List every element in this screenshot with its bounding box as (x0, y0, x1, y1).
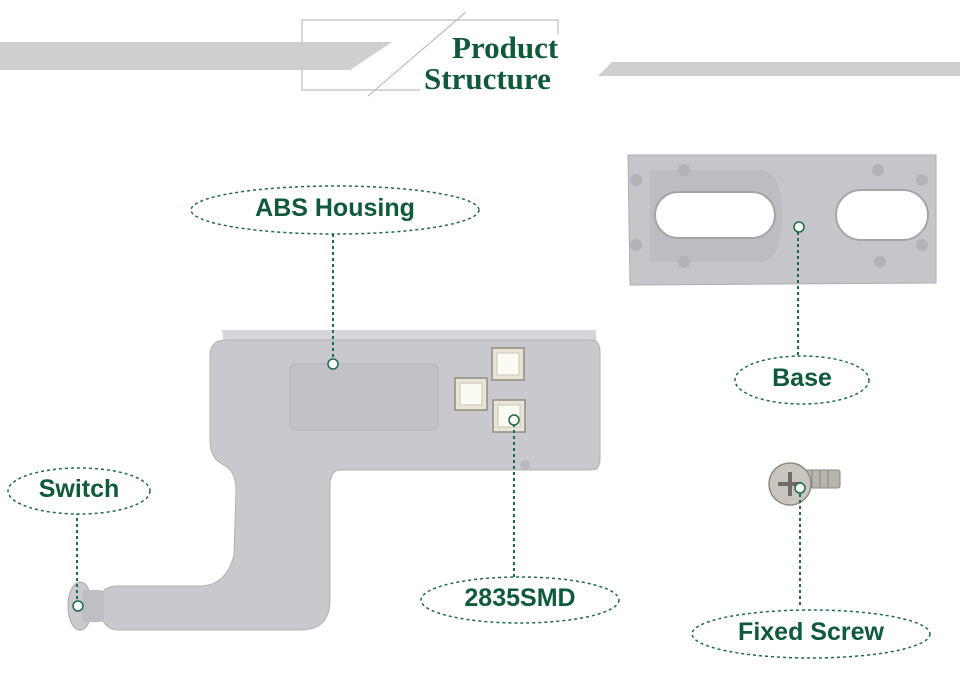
label-2835smd: 2835SMD (464, 584, 576, 612)
label-fixed-screw: Fixed Screw (738, 618, 884, 646)
leader-dots (72, 221, 806, 612)
page-title-line2: Structure (424, 61, 551, 96)
led-chip-3 (492, 399, 526, 433)
led-chip-2 (454, 377, 488, 411)
label-switch: Switch (38, 475, 120, 503)
header-decoration (0, 11, 960, 97)
base-plate (627, 154, 937, 286)
page-title-line1: Product (452, 30, 559, 65)
label-base: Base (772, 364, 832, 392)
screw-icon (768, 462, 841, 506)
hinge-light-body (67, 330, 601, 631)
led-chip-1 (491, 347, 525, 381)
label-bubbles (7, 185, 931, 659)
label-abs-housing: ABS Housing (255, 194, 415, 222)
leader-lines (76, 232, 801, 608)
